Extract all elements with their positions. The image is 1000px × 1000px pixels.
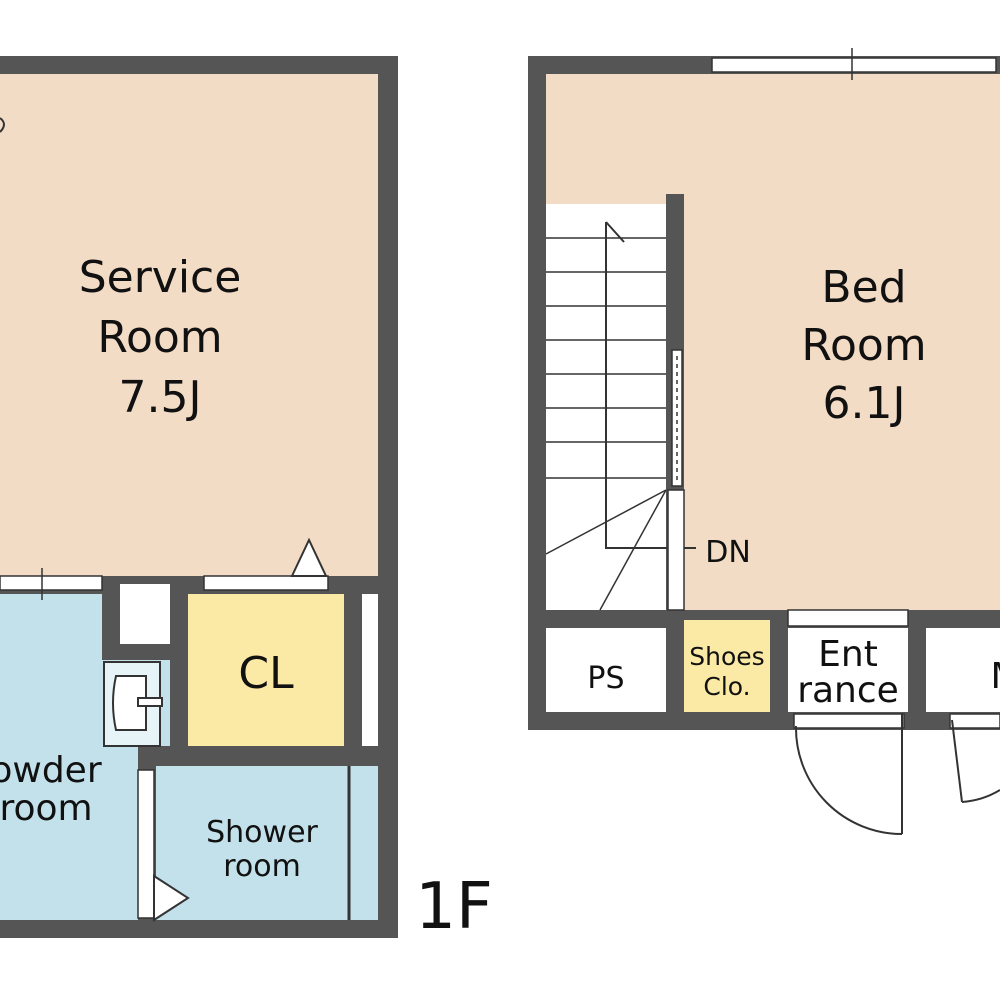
bed-room-label-line1: Bed [821,262,906,313]
left-unit [0,56,398,938]
stair-sliding-panel [671,349,683,487]
bed-room-label-line2: Room [801,320,926,371]
powder-room-label-line2: room [0,788,93,829]
door-arc-fragment [0,117,5,133]
service-room-size: 7.5J [119,372,202,423]
closet-label: CL [238,648,294,699]
partial-room-floor [926,628,1000,712]
side-door-panel [951,719,963,803]
floor-label: 1F [415,870,493,944]
stair-door-panel [667,489,685,611]
entrance-door-swing [793,713,905,835]
bed-room-window [711,57,997,73]
pipe-space-floor [546,628,666,712]
service-room-floor [0,74,378,576]
entrance-label-line2: rance [797,670,899,711]
powder-room-floor-lower [0,746,138,920]
niche [120,584,170,644]
shower-room-label-line1: Shower [206,815,318,850]
closet-floor [188,594,344,746]
sink-basin-icon [112,675,147,731]
entrance-door-arc [794,725,903,835]
right-unit [528,48,1000,730]
side-door-arc [961,789,1000,803]
entrance-opening [787,609,909,627]
wall-opening-strip [362,594,378,746]
stair-arrow-head-icon [605,221,625,243]
partial-room-label: M [990,656,1000,697]
closet-door-arrow-icon [290,537,328,577]
faucet-icon [137,697,163,707]
shower-room-floor [156,766,378,920]
side-door-swing [949,713,1000,803]
shower-room-label-line2: room [223,849,301,884]
powder-room-window [0,575,103,591]
side-door-leaf [949,713,1000,729]
entrance-label-line1: Ent [818,634,878,675]
stair-direction-arrow-icon [605,222,696,549]
bed-room-size: 6.1J [823,378,906,429]
service-room-label-line2: Room [97,312,222,363]
shower-door [137,769,155,919]
stair-direction-label: DN [705,535,751,570]
shoes-closet-floor [684,620,770,712]
entrance-door-leaf [793,713,905,729]
entrance-floor [788,628,908,712]
shoes-closet-label-line2: Clo. [703,672,750,701]
pipe-space-label: PS [587,661,624,696]
shoes-closet-label-line1: Shoes [689,642,764,671]
powder-room-label-line1: owder [0,750,102,791]
closet-door [203,575,329,591]
shower-door-arrow-icon [153,874,190,922]
service-room-label-line1: Service [79,252,242,303]
